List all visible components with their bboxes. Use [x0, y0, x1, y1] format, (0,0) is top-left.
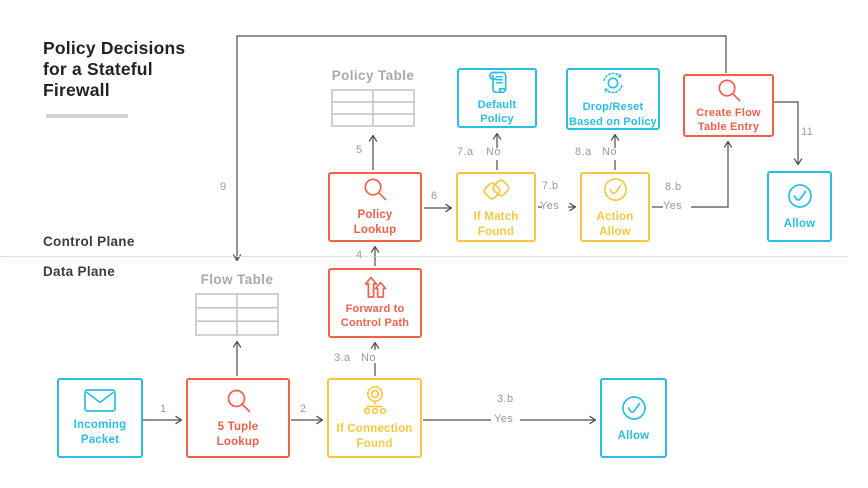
edge-label-3a: 3.a	[334, 352, 351, 364]
edge-label-4: 4	[356, 249, 363, 261]
node-forward-to-control-path: Forward to Control Path	[328, 268, 422, 338]
magnifier-icon	[362, 176, 388, 202]
edge-label-3a-no: No	[361, 352, 376, 364]
node-label: Action Allow	[596, 210, 634, 238]
node-label: Policy Lookup	[353, 209, 397, 236]
forward-arrows-icon	[363, 276, 388, 299]
node-create-flow-table-entry: Create Flow Table Entry	[683, 74, 774, 137]
node-label: Forward to Control Path	[340, 302, 410, 329]
edge-label-3b-yes: Yes	[494, 413, 514, 425]
magnifier-icon	[716, 77, 742, 103]
edge-label-7b: 7.b	[542, 180, 559, 192]
edge-label-2: 2	[300, 403, 307, 415]
control-plane-label: Control Plane	[43, 234, 135, 249]
node-label: If Match Found	[473, 210, 519, 238]
page-title: Policy Decisions for a Stateful Firewall	[43, 38, 185, 101]
edge-label-7a-no: No	[486, 146, 501, 158]
node-if-match-found: If Match Found	[456, 172, 536, 242]
flow-table-label: Flow Table	[200, 272, 274, 287]
diamonds-icon	[478, 175, 515, 204]
edge-label-8a-no: No	[602, 146, 617, 158]
node-default-policy: Default Policy	[457, 68, 537, 128]
node-if-connection-found: If Connection Found	[327, 378, 422, 458]
edge-label-8a: 8.a	[575, 146, 592, 158]
title-line: for a Stateful	[43, 59, 153, 79]
plane-separator	[0, 256, 848, 257]
node-label: Allow	[783, 218, 816, 231]
node-label: If Connection Found	[336, 422, 413, 450]
scroll-icon	[486, 70, 509, 95]
edge-label-5: 5	[356, 144, 363, 156]
edge-label-7a: 7.a	[457, 146, 474, 158]
flow-table: Flow Table	[195, 272, 279, 341]
node-policy-lookup: Policy Lookup	[328, 172, 422, 242]
check-circle-icon	[619, 393, 649, 423]
node-label: Drop/Reset Based on Policy	[569, 101, 657, 128]
edge-label-6: 6	[431, 190, 438, 202]
data-plane-label: Data Plane	[43, 264, 116, 279]
policy-table: Policy Table	[330, 68, 416, 132]
node-label: Default Policy	[477, 98, 517, 125]
table-grid-icon	[195, 293, 279, 341]
node-allow-control-plane: Allow	[767, 171, 832, 242]
node-incoming-packet: Incoming Packet	[57, 378, 143, 458]
node-drop-reset: Drop/Reset Based on Policy	[566, 68, 660, 130]
gear-network-icon	[358, 385, 392, 416]
title-line: Firewall	[43, 80, 110, 100]
edge-label-8b-yes: Yes	[663, 200, 683, 212]
check-circle-icon	[601, 175, 630, 204]
policy-table-label: Policy Table	[331, 68, 415, 83]
edge-label-11: 11	[801, 126, 814, 138]
edge-label-3b: 3.b	[497, 393, 514, 405]
magnifier-icon	[225, 387, 252, 414]
table-grid-icon	[331, 89, 415, 132]
node-label: Incoming Packet	[73, 418, 127, 446]
check-circle-icon	[785, 181, 815, 211]
edge-label-8b: 8.b	[665, 181, 682, 193]
edge-label-7b-yes: Yes	[540, 200, 560, 212]
node-5-tuple-lookup: 5 Tuple Lookup	[186, 378, 290, 458]
title-underline	[46, 114, 128, 118]
edge-11	[774, 101, 803, 166]
edge-8b-arrow	[691, 140, 733, 208]
edge-label-9: 9	[220, 181, 227, 193]
envelope-icon	[84, 388, 116, 412]
reset-loop-icon	[599, 69, 627, 97]
title-line: Policy Decisions	[43, 38, 186, 58]
node-label: 5 Tuple Lookup	[216, 420, 260, 448]
edge-label-1: 1	[160, 403, 167, 415]
node-label: Create Flow Table Entry	[696, 106, 761, 133]
node-allow-data-plane: Allow	[600, 378, 667, 458]
node-action-allow: Action Allow	[580, 172, 650, 242]
node-label: Allow	[617, 429, 650, 442]
